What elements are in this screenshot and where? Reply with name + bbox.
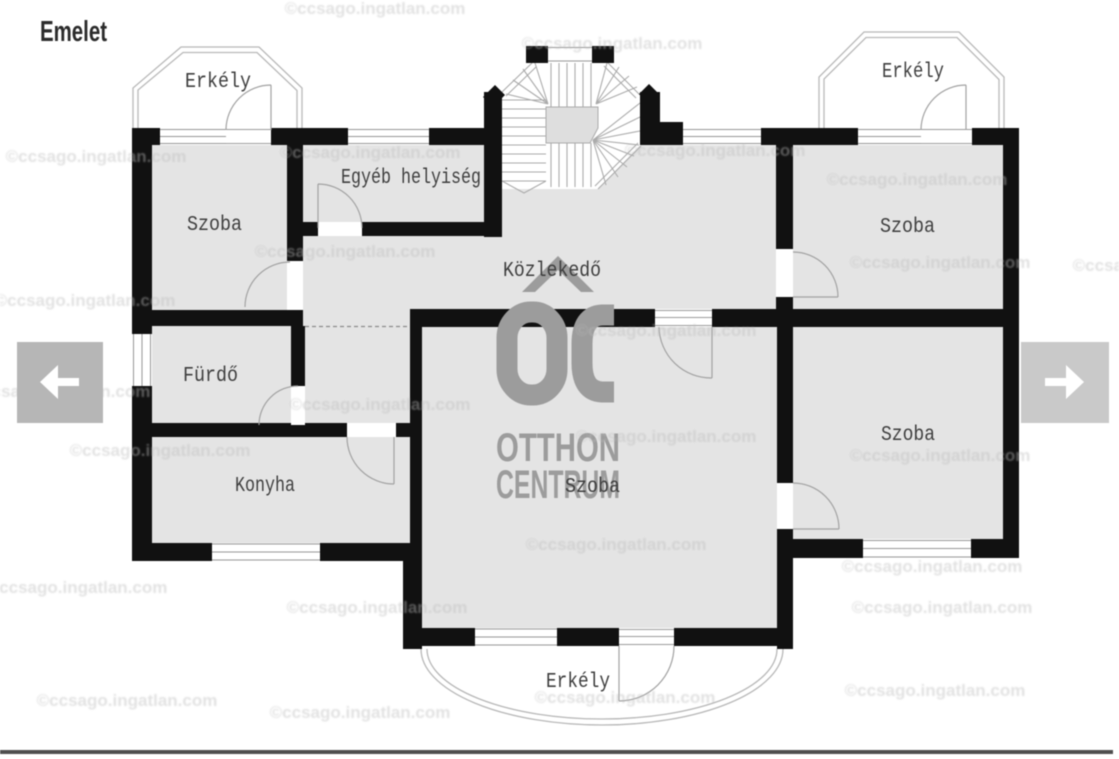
svg-text:©ccsago.ingatlan.com: ©ccsago.ingatlan.com <box>576 427 757 446</box>
svg-text:©ccsago.ingatlan.com: ©ccsago.ingatlan.com <box>37 691 218 710</box>
svg-text:©ccsago.ingatlan.com: ©ccsago.ingatlan.com <box>290 395 471 414</box>
svg-text:©ccsago.ingatlan.com: ©ccsago.ingatlan.com <box>6 147 187 166</box>
svg-text:©ccsago.ingatlan.com: ©ccsago.ingatlan.com <box>827 170 1008 189</box>
svg-text:©ccsago.ingatlan.com: ©ccsago.ingatlan.com <box>270 703 451 722</box>
svg-text:©ccsago.ingatlan.com: ©ccsago.ingatlan.com <box>535 688 716 707</box>
svg-text:©ccsago.ingatlan.com: ©ccsago.ingatlan.com <box>522 34 703 53</box>
svg-text:©ccsago.ingatlan.com: ©ccsago.ingatlan.com <box>576 321 757 340</box>
svg-text:©ccsago.ingatlan.com: ©ccsago.ingatlan.com <box>287 598 468 617</box>
svg-text:Emelet: Emelet <box>40 16 107 48</box>
svg-text:Szoba: Szoba <box>565 476 620 499</box>
svg-text:©ccsago.ingatlan.com: ©ccsago.ingatlan.com <box>285 0 466 18</box>
svg-text:Erkély: Erkély <box>882 61 944 84</box>
svg-text:Szoba: Szoba <box>881 424 935 447</box>
svg-text:©ccsago.ingatlan.com: ©ccsago.ingatlan.com <box>1073 256 1119 275</box>
svg-text:Erkély: Erkély <box>185 71 251 94</box>
svg-text:©ccsago.ingatlan.com: ©ccsago.ingatlan.com <box>280 143 461 162</box>
svg-text:©ccsago.ingatlan.com: ©ccsago.ingatlan.com <box>850 446 1031 465</box>
svg-text:©ccsago.ingatlan.com: ©ccsago.ingatlan.com <box>625 141 806 160</box>
svg-text:Közlekedő: Közlekedő <box>503 260 601 283</box>
svg-text:©ccsago.ingatlan.com: ©ccsago.ingatlan.com <box>0 578 167 597</box>
svg-text:©ccsago.ingatlan.com: ©ccsago.ingatlan.com <box>70 441 251 460</box>
svg-text:Szoba: Szoba <box>187 214 242 237</box>
svg-text:CENTRUM: CENTRUM <box>496 463 620 507</box>
svg-text:OTTHON: OTTHON <box>496 426 620 470</box>
svg-text:©ccsago.ingatlan.com: ©ccsago.ingatlan.com <box>526 535 707 554</box>
svg-text:©ccsago.ingatlan.com: ©ccsago.ingatlan.com <box>852 598 1033 617</box>
svg-text:Egyéb helyiség: Egyéb helyiség <box>341 167 481 190</box>
svg-text:©ccsago.ingatlan.com: ©ccsago.ingatlan.com <box>255 242 436 261</box>
svg-text:©ccsago.ingatlan.com: ©ccsago.ingatlan.com <box>850 253 1031 272</box>
svg-text:©ccsago.ingatlan.com: ©ccsago.ingatlan.com <box>0 291 175 310</box>
svg-text:©ccsago.ingatlan.com: ©ccsago.ingatlan.com <box>845 681 1026 700</box>
svg-text:©ccsago.ingatlan.com: ©ccsago.ingatlan.com <box>842 557 1023 576</box>
svg-text:Erkély: Erkély <box>546 671 610 694</box>
svg-text:Konyha: Konyha <box>235 475 295 498</box>
svg-text:Szoba: Szoba <box>880 216 935 239</box>
svg-text:Fürdő: Fürdő <box>183 365 238 388</box>
